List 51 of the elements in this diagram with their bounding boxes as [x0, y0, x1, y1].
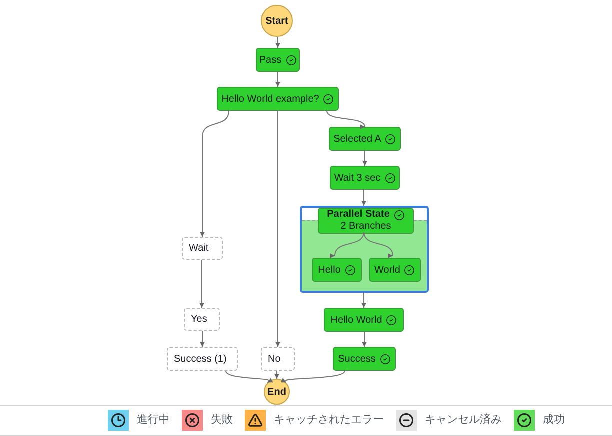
arrow [226, 370, 274, 384]
state-label: Selected A [334, 132, 382, 146]
arrow [200, 330, 205, 348]
legend-label: 失敗 [211, 413, 233, 428]
arrow [362, 190, 366, 206]
arrow [362, 332, 367, 348]
state-box [369, 258, 421, 282]
state-label: End [268, 386, 286, 400]
legend-label: 成功 [543, 413, 565, 428]
state-label: World [374, 264, 400, 278]
arrow [326, 110, 366, 128]
arrow [200, 260, 204, 308]
state-box [217, 87, 339, 111]
state-label: Start [266, 14, 288, 28]
arrow [333, 232, 364, 256]
state-box [312, 258, 362, 282]
arrow [200, 110, 230, 238]
branch-count: 2 Branches [340, 221, 392, 233]
arrow [276, 36, 280, 48]
state-box [261, 347, 295, 371]
legend-label: 進行中 [137, 413, 170, 428]
arrow [276, 72, 280, 88]
state-box [256, 48, 300, 72]
state-title: Parallel State [327, 209, 390, 221]
arrow [274, 370, 280, 380]
legend-label: キャッチされたエラー [274, 413, 384, 428]
arrow [281, 370, 346, 384]
state-label: Yes [191, 313, 208, 327]
state-box [184, 308, 220, 331]
state-label: Wait 3 sec [334, 172, 381, 186]
state-label: Hello World example? [222, 92, 320, 106]
state-label: Pass [259, 54, 282, 68]
state-label: Hello [318, 264, 341, 278]
arrow [362, 292, 366, 308]
state-label: Wait [189, 242, 209, 256]
state-box [318, 208, 414, 234]
state-box [333, 347, 396, 371]
state-box [329, 127, 401, 151]
arrow [276, 110, 280, 348]
state-box [324, 308, 404, 332]
state-box [330, 166, 400, 190]
arrow [362, 150, 368, 166]
state-label: Success (1) [174, 352, 227, 366]
parallel-group [300, 206, 429, 293]
state-label: No [268, 352, 281, 366]
state-box [182, 237, 223, 260]
state-box [167, 347, 238, 371]
state-label: Hello World [330, 314, 382, 328]
arrow [364, 232, 395, 256]
state-label: Success [338, 352, 376, 366]
legend-label: キャンセル済み [425, 412, 502, 428]
